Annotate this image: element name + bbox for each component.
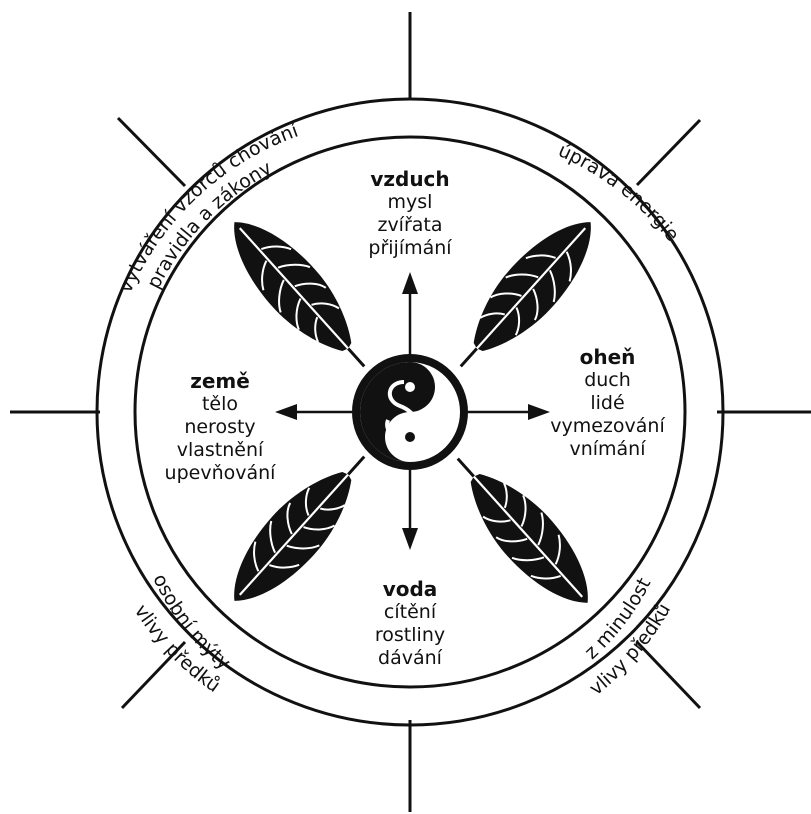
north-line: zvířata [345,214,475,237]
north-line: mysl [345,191,475,214]
yin-yang-icon [352,354,468,470]
spoke-ne [637,120,700,185]
east-line: duch [530,369,685,392]
arrow-north [402,272,418,355]
south-line: cítění [345,601,475,624]
east-line: lidé [530,392,685,415]
south-line: dávání [345,647,475,670]
element-south: voda [345,578,475,601]
south-line: rostliny [345,624,475,647]
north-line: přijímání [345,237,475,260]
arrow-south [402,470,418,550]
east-line: vnímání [530,438,685,461]
quadrant-west: země tělo nerosty vlastnění upevňování [140,370,300,485]
east-line: vymezování [530,415,685,438]
element-west: země [140,370,300,393]
west-line: tělo [140,393,300,416]
west-line: vlastnění [140,439,300,462]
west-line: upevňování [140,462,300,485]
element-north: vzduch [345,168,475,191]
west-line: nerosty [140,416,300,439]
spoke-nw [118,118,185,186]
quadrant-east: oheň duch lidé vymezování vnímání [530,346,685,461]
quadrant-south: voda cítění rostliny dávání [345,578,475,670]
element-east: oheň [530,346,685,369]
quadrant-north: vzduch mysl zvířata přijímání [345,168,475,260]
